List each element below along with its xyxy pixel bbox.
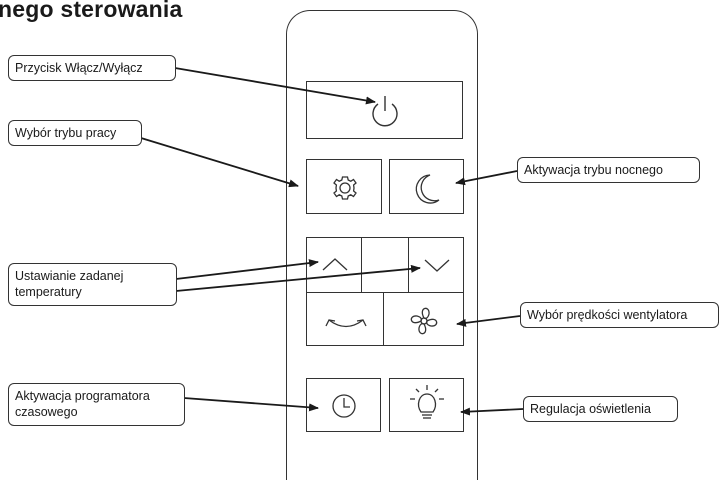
mode-connector <box>140 137 299 188</box>
label-temperature-line1: Ustawianie zadanej <box>15 269 124 283</box>
moon-icon <box>415 174 440 204</box>
power-icon <box>372 96 398 127</box>
light-button[interactable] <box>389 378 464 432</box>
clock-icon <box>332 394 356 418</box>
timer-connector <box>183 397 319 412</box>
temp-display <box>361 237 409 293</box>
fan-icon <box>410 307 438 335</box>
fan-connector <box>456 315 521 327</box>
swing-button[interactable] <box>306 292 384 346</box>
mode-button[interactable] <box>306 159 382 214</box>
fan-speed-button[interactable] <box>383 292 464 346</box>
remote-control-body <box>286 10 478 480</box>
label-night: Aktywacja trybu nocnego <box>517 157 700 183</box>
light-connector <box>460 407 524 416</box>
temp-down-connector <box>175 264 421 292</box>
label-power-text: Przycisk Włącz/Wyłącz <box>15 61 143 75</box>
night-connector <box>455 170 518 186</box>
label-timer-line2: czasowego <box>15 405 78 419</box>
swing-icon <box>325 319 367 328</box>
temp-up-connector <box>175 259 319 280</box>
label-timer-line1: Aktywacja programatora <box>15 389 150 403</box>
label-mode-text: Wybór trybu pracy <box>15 126 117 140</box>
page-title: nego sterowania <box>0 0 183 22</box>
label-power: Przycisk Włącz/Wyłącz <box>8 55 176 81</box>
power-connector <box>174 67 376 105</box>
label-light-text: Regulacja oświetlenia <box>530 402 651 416</box>
label-mode: Wybór trybu pracy <box>8 120 142 146</box>
label-temperature-line2: temperatury <box>15 285 82 299</box>
label-temperature: Ustawianie zadanej temperatury <box>8 263 177 306</box>
label-light: Regulacja oświetlenia <box>523 396 678 422</box>
gear-icon <box>333 176 357 200</box>
label-fan-text: Wybór prędkości wentylatora <box>527 308 688 322</box>
timer-button[interactable] <box>306 378 381 432</box>
night-mode-button[interactable] <box>389 159 464 214</box>
chevron-down-icon <box>424 259 450 272</box>
label-timer: Aktywacja programatora czasowego <box>8 383 185 426</box>
chevron-up-icon <box>322 258 348 271</box>
bulb-icon <box>410 385 444 419</box>
connector-lines <box>140 67 524 416</box>
power-button[interactable] <box>306 81 463 139</box>
label-night-text: Aktywacja trybu nocnego <box>524 163 663 177</box>
label-fan: Wybór prędkości wentylatora <box>520 302 719 328</box>
